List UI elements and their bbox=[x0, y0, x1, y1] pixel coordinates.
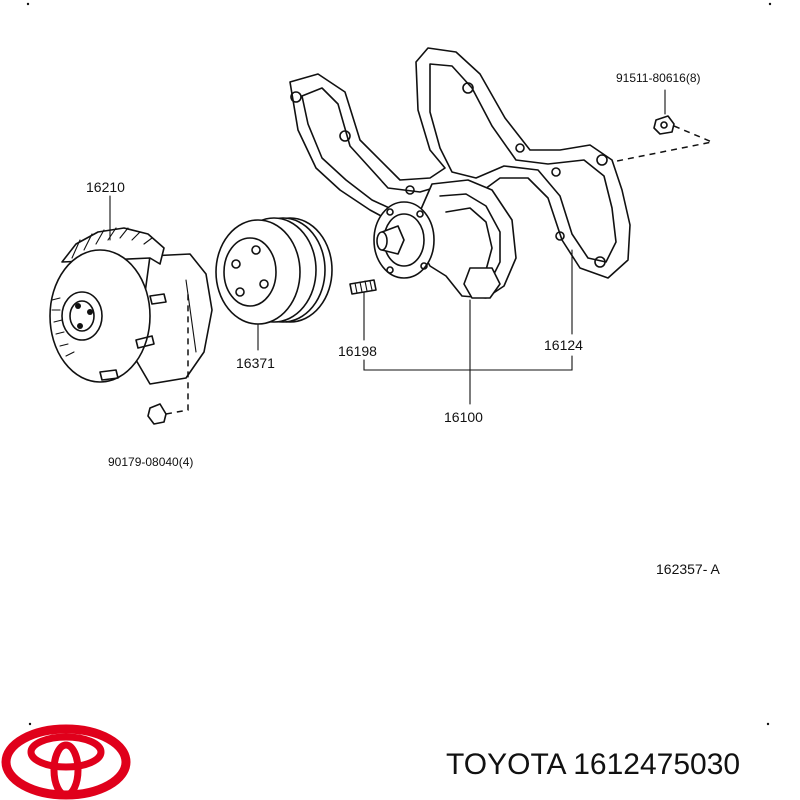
toyota-logo-icon bbox=[1, 724, 131, 800]
label-stud: 16198 bbox=[338, 343, 377, 359]
label-bolt-top: 91511-80616(8) bbox=[616, 71, 701, 85]
fan-clutch-drawing bbox=[49, 227, 213, 385]
footer-title: TOYOTA 1612475030 bbox=[446, 748, 740, 781]
gasket-drawing bbox=[289, 47, 631, 279]
pulley-drawing bbox=[215, 217, 333, 325]
nut-drawing bbox=[147, 292, 189, 425]
corner-marks bbox=[26, 2, 772, 726]
label-nut-bottom: 90179-08040(4) bbox=[108, 455, 193, 469]
label-pulley: 16371 bbox=[236, 355, 275, 371]
water-pump-drawing bbox=[373, 179, 517, 299]
stud-drawing bbox=[349, 279, 377, 295]
bolt-drawing bbox=[611, 115, 715, 163]
label-water-pump: 16100 bbox=[444, 409, 483, 425]
leader-lines bbox=[109, 89, 666, 405]
figure-code: 162357- A bbox=[656, 561, 720, 577]
label-fan-clutch: 16210 bbox=[86, 179, 125, 195]
label-gasket: 16124 bbox=[544, 337, 583, 353]
